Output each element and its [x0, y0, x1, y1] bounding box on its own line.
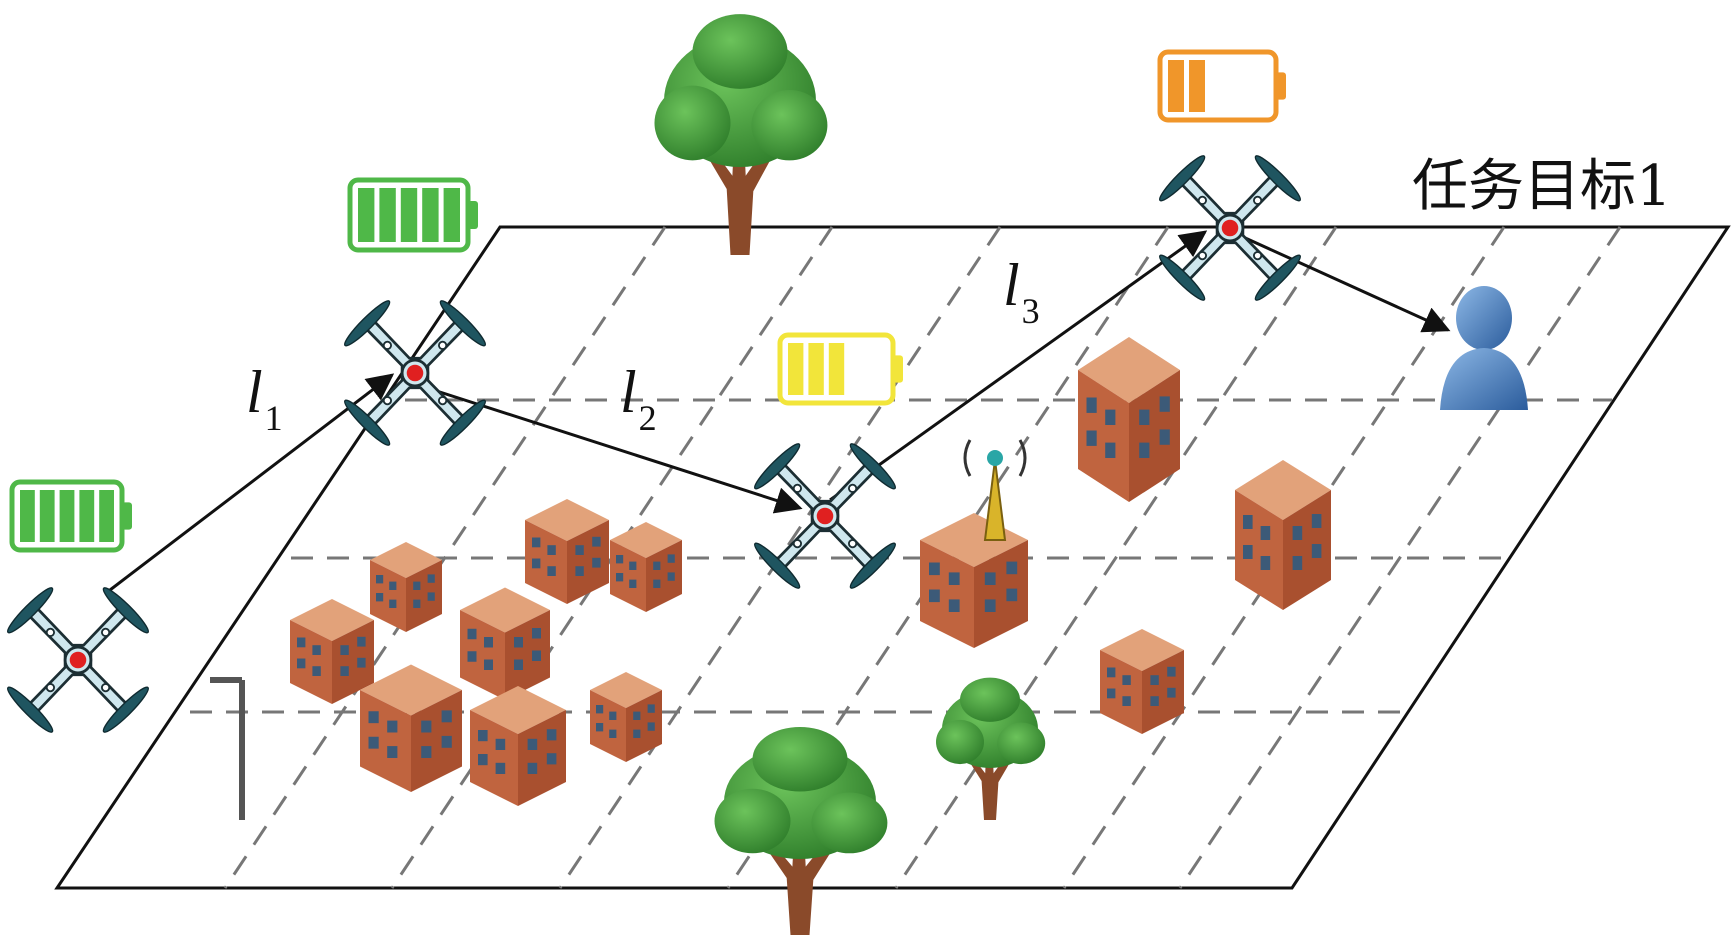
battery-cell: [443, 188, 460, 242]
battery-cell: [788, 343, 804, 395]
tree-top: [654, 14, 828, 256]
battery-cell: [99, 490, 114, 542]
battery-cell: [358, 188, 375, 242]
path-label-subscript: 1: [265, 398, 283, 438]
path-label-letter: l: [246, 359, 263, 425]
battery-cell: [1168, 60, 1184, 112]
battery-cell: [379, 188, 396, 242]
task-target-label: 任务目标1: [1412, 154, 1672, 219]
battery-cell: [39, 490, 55, 542]
battery-icon: [777, 332, 903, 406]
battery-cell: [79, 490, 95, 542]
antenna-tower: [963, 439, 1027, 541]
path-label-l2: l2: [620, 359, 657, 438]
path-label-l3: l3: [1003, 252, 1040, 331]
battery-icon: [347, 177, 478, 253]
street-lamp: [210, 677, 245, 820]
path-label-subscript: 3: [1022, 291, 1040, 331]
battery-cell: [400, 188, 418, 242]
battery-cell: [1189, 60, 1205, 112]
battery-icon: [1157, 49, 1286, 123]
battery-cell: [59, 490, 75, 542]
battery-cell: [828, 343, 845, 395]
battery-cell: [422, 188, 439, 242]
path-label-letter: l: [1003, 252, 1020, 318]
drone-icon: [2, 582, 154, 738]
person-icon: [1440, 286, 1528, 410]
path-segment-l1: [109, 373, 395, 592]
battery-indicators: [9, 49, 1286, 553]
battery-cell: [20, 490, 35, 542]
path-label-letter: l: [620, 359, 637, 425]
path-label-subscript: 2: [639, 398, 657, 438]
battery-cell: [808, 343, 824, 395]
path-label-l1: l1: [246, 359, 283, 438]
path-segment-l3: [829, 230, 1208, 502]
battery-icon: [9, 479, 132, 553]
path-segment-target: [1231, 230, 1451, 333]
